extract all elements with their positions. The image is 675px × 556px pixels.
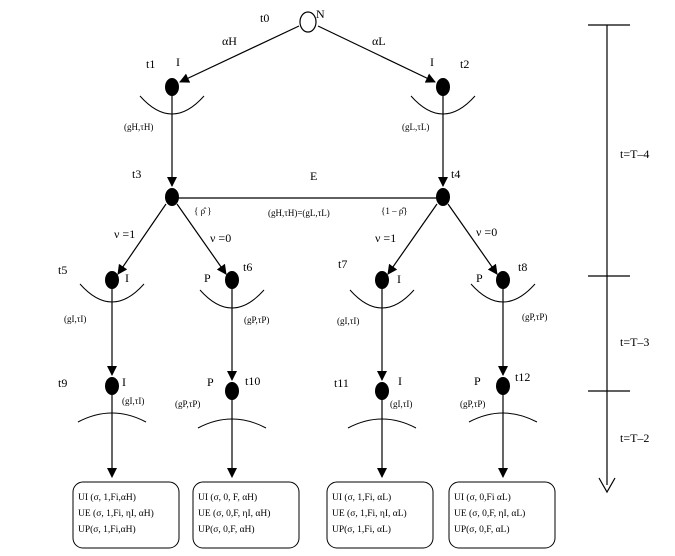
belief-t8: (gP,τP) [522, 312, 547, 322]
player-root: N [316, 7, 325, 21]
label-t8: t8 [518, 260, 527, 274]
label-t2: t2 [460, 57, 469, 71]
label-t10: t10 [245, 374, 260, 388]
rho-right-label: {1 – ρ̂} [381, 206, 408, 216]
player-t2: I [430, 55, 434, 69]
player-t1: I [176, 55, 180, 69]
node-t12 [496, 377, 510, 395]
edge-t4-t8 [447, 203, 498, 275]
edge-label-v1-left: ν =1 [114, 227, 135, 241]
edge-label-v0-right: ν =0 [476, 225, 497, 239]
player-info-set: E [310, 169, 317, 183]
arc-t9 [77, 412, 147, 423]
node-t4 [436, 188, 450, 206]
arc-t10 [197, 418, 267, 429]
edge-label-alpha-h: αH [222, 34, 237, 48]
node-t5 [105, 271, 119, 289]
timeline-label-t4: t=T–4 [620, 147, 649, 161]
label-t11: t11 [334, 376, 349, 390]
player-t10: P [207, 375, 214, 389]
arc-t6 [199, 289, 265, 309]
edge-root-t1 [179, 25, 300, 83]
belief-t1: (gH,τH) [124, 122, 153, 132]
edge-label-v1-right: ν =1 [375, 231, 396, 245]
node-t6 [225, 271, 239, 289]
payoff-2-ue: UE (σ, 0,F, ηI, αH) [198, 508, 270, 519]
belief-t9: (gI,τI) [122, 396, 144, 406]
payoff-3-up: UP(σ, 1,Fi, αL) [332, 524, 391, 535]
label-t9: t9 [58, 376, 67, 390]
belief-t5: (gI,τI) [64, 314, 86, 324]
timeline-arrow-head [598, 477, 616, 494]
payoff-box-2 [192, 481, 300, 549]
payoff-box-4 [448, 481, 556, 549]
node-t7 [375, 271, 389, 289]
payoff-3-ui: UI (σ, 1,Fi, αL) [332, 492, 391, 503]
payoff-3-ue: UE (σ, 1,Fi, ηI, αL) [332, 508, 407, 519]
node-t8 [496, 271, 510, 289]
player-t5: I [125, 271, 129, 285]
info-set-equality: (gH,τH)=(gL,τL) [268, 208, 330, 218]
label-t12: t12 [515, 370, 530, 384]
player-t9: I [122, 375, 126, 389]
node-t2 [436, 78, 450, 96]
payoff-4-ue: UE (σ, 0,F, ηI, αL) [454, 508, 525, 519]
label-t0: t0 [260, 11, 269, 25]
payoff-box-3 [326, 481, 434, 549]
arc-t7 [349, 289, 415, 309]
player-t7: I [397, 272, 401, 286]
payoff-2-up: UP(σ, 0,F, αH) [198, 524, 255, 535]
payoff-1-up: UP(σ, 1,Fi,αH) [78, 524, 136, 535]
player-t11: I [398, 374, 402, 388]
edge-label-v0-left: ν =0 [210, 231, 231, 245]
payoff-4-up: UP(σ, 0,F, αL) [454, 524, 510, 535]
payoff-box-1 [72, 481, 180, 549]
payoff-1-ue: UE (σ, 1,Fi, ηI, αH) [78, 508, 154, 519]
edge-label-alpha-l: αL [372, 34, 386, 48]
belief-t6: (gP,τP) [244, 315, 269, 325]
edge-t3-t6 [176, 203, 227, 275]
label-t1: t1 [146, 57, 155, 71]
belief-t10: (gP,τP) [175, 399, 200, 409]
node-t10 [225, 382, 239, 400]
player-t6: P [204, 271, 211, 285]
payoff-1-ui: UI (σ, 1,Fi,αH) [78, 492, 136, 503]
edge-t3-t5 [117, 203, 167, 275]
node-t3 [165, 188, 179, 206]
label-t5: t5 [58, 263, 67, 277]
belief-t11: (gI,τI) [390, 399, 412, 409]
belief-t12: (gP,τP) [460, 399, 485, 409]
arc-t11 [347, 418, 417, 429]
label-t7: t7 [338, 257, 347, 271]
arc-t5 [79, 283, 145, 303]
arc-t1 [139, 95, 205, 115]
arc-t12 [468, 412, 538, 423]
rho-left-label: { ρ̂ } [194, 206, 212, 216]
node-t11 [375, 382, 389, 400]
player-t8: P [476, 271, 483, 285]
belief-t2: (gL,τL) [402, 122, 429, 132]
timeline-label-t3: t=T–3 [620, 335, 649, 349]
edge-root-t2 [317, 25, 436, 83]
root-node [299, 11, 317, 33]
node-t9 [105, 377, 119, 395]
timeline-label-t2: t=T–2 [620, 431, 649, 445]
payoff-4-ui: UI (σ, 0,Fi αL) [454, 492, 511, 503]
arc-t8 [470, 283, 536, 303]
label-t3: t3 [132, 167, 141, 181]
node-t1 [165, 78, 179, 96]
payoff-2-ui: UI (σ, 0, F, αH) [198, 492, 257, 503]
arc-t2 [410, 95, 476, 115]
belief-t7: (gI,τI) [337, 316, 359, 326]
player-t12: P [474, 374, 481, 388]
label-t4: t4 [451, 167, 460, 181]
edge-t4-t7 [387, 203, 438, 275]
label-t6: t6 [243, 260, 252, 274]
